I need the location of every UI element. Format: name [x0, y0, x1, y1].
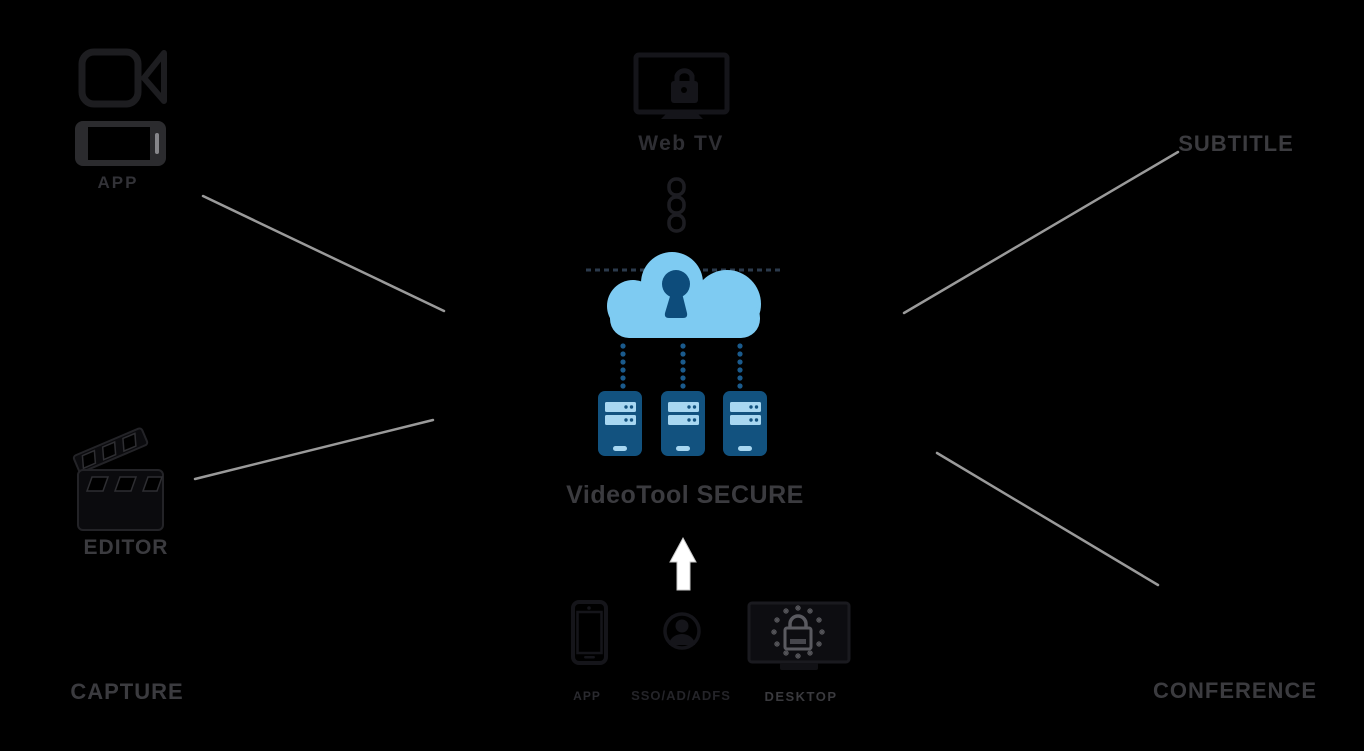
smartphone-portrait-icon	[571, 600, 608, 665]
connector-lines	[193, 150, 1180, 587]
server-tower-icon-2	[661, 391, 705, 456]
line-cloud-to-conference	[935, 451, 1160, 587]
line-app-to-cloud	[201, 194, 446, 313]
cloud-server-dots	[620, 343, 743, 389]
capture-label: CAPTURE	[70, 679, 184, 704]
webtv-label: Web TV	[638, 132, 724, 155]
keyhole-icon	[662, 270, 690, 318]
desktop-label: DESKTOP	[764, 689, 838, 704]
conference-label: CONFERENCE	[1153, 678, 1318, 703]
smartphone-landscape-icon	[75, 121, 166, 166]
editor-label: EDITOR	[83, 536, 169, 559]
sso-label: SSO/AD/ADFS	[631, 688, 731, 703]
app-top-label: APP	[97, 173, 139, 192]
gdpr-stars	[771, 605, 825, 659]
cloud-keyhole-icon	[607, 252, 761, 338]
server-tower-icon-3	[723, 391, 767, 456]
app-bottom-label: APP	[573, 689, 601, 703]
sso-user-icon	[663, 612, 701, 650]
video-camera-icon	[78, 48, 167, 108]
gdpr-desktop-icon	[747, 601, 851, 670]
gdpr-lock-icon	[783, 614, 813, 651]
line-editor-to-cloud	[193, 418, 435, 481]
videotool-secure-title: VideoTool SECURE	[566, 481, 804, 509]
subtitle-label: SUBTITLE	[1178, 131, 1294, 156]
server-tower-icon-1	[598, 391, 642, 456]
webtv-monitor-lock-icon	[633, 52, 730, 119]
chain-link-icon	[667, 177, 686, 233]
up-arrow-icon	[669, 536, 697, 591]
line-cloud-to-subtitle	[902, 150, 1180, 315]
clapperboard-icon	[72, 427, 164, 531]
